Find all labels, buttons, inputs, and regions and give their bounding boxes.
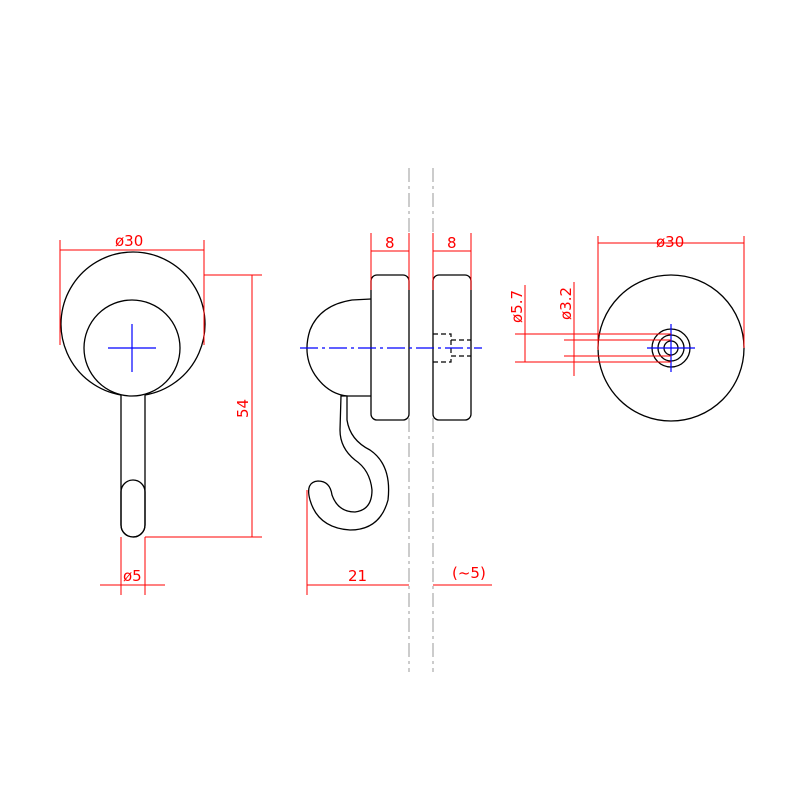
- inner-ring: [83, 299, 181, 397]
- back-view: ø30 ø5.7 ø3.2: [508, 233, 745, 422]
- magnet-thickness-right-label: 8: [447, 234, 457, 252]
- dome: [306, 298, 372, 397]
- hook-tip: [120, 479, 146, 538]
- hole-inner-label: ø3.2: [557, 287, 575, 320]
- front-view: ø30 54 ø5: [59, 232, 262, 595]
- hook: [307, 395, 390, 531]
- stem-diameter-label: ø5: [123, 567, 142, 585]
- front-diameter-label: ø30: [115, 232, 143, 250]
- hook-stem: [120, 395, 146, 538]
- magnet-thickness-left-label: 8: [385, 234, 395, 252]
- hole-outer-label: ø5.7: [508, 290, 526, 323]
- outer-ring: [60, 251, 206, 396]
- hook-depth-label: 21: [348, 567, 367, 585]
- height-label: 54: [234, 399, 252, 418]
- side-view: 8 8 21 (~5): [300, 233, 492, 595]
- back-diameter-label: ø30: [656, 233, 684, 251]
- wall-gap-label: (~5): [452, 564, 486, 582]
